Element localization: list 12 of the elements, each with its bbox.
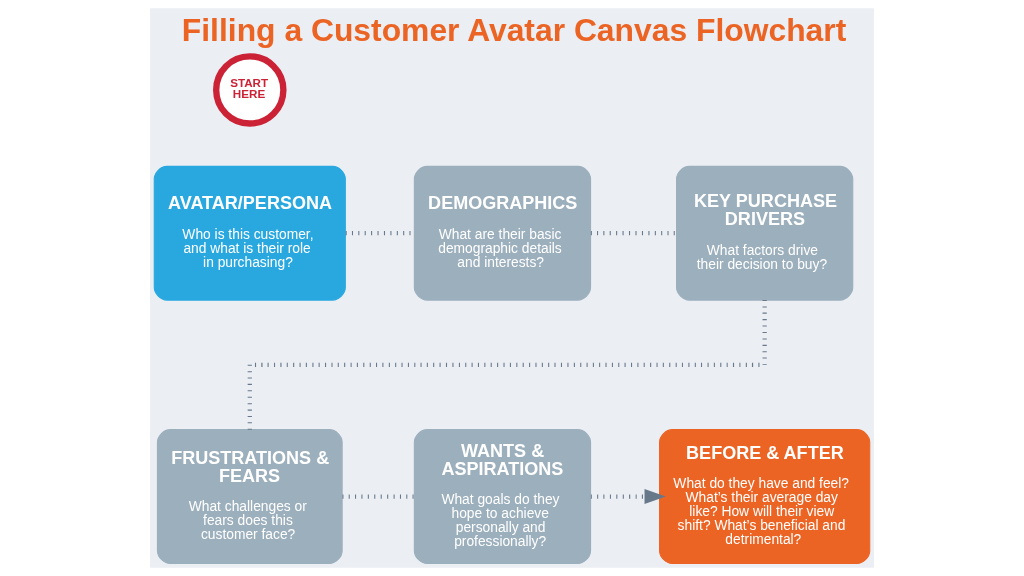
node-box: FRUSTRATIONS & FEARS What challenges or fears does this customer face? [156, 429, 343, 564]
arrow [590, 489, 666, 504]
connector [247, 300, 767, 430]
node-circle: START HERE [213, 53, 287, 127]
connector [342, 494, 414, 499]
connector [590, 231, 677, 236]
node-box: BEFORE & AFTER What do they have and feel? What’s their average day like? How will their view shift? What’s beneficial and detrimental? [659, 429, 871, 564]
node-box: WANTS & ASPIRATIONS What goals do they hope to achieve personally and professionally? [413, 429, 592, 564]
node-box: KEY PURCHASE DRIVERS What factors drive their decision to buy? [676, 165, 854, 301]
node-box: AVATAR/PERSONA Who is this customer, and what is their role in purchasing? [153, 165, 346, 301]
diagram-title: Filling a Customer Avatar Canvas Flowchart [181, 12, 847, 49]
node-box: DEMOGRAPHICS What are their basic demographic details and interests? [413, 165, 592, 301]
